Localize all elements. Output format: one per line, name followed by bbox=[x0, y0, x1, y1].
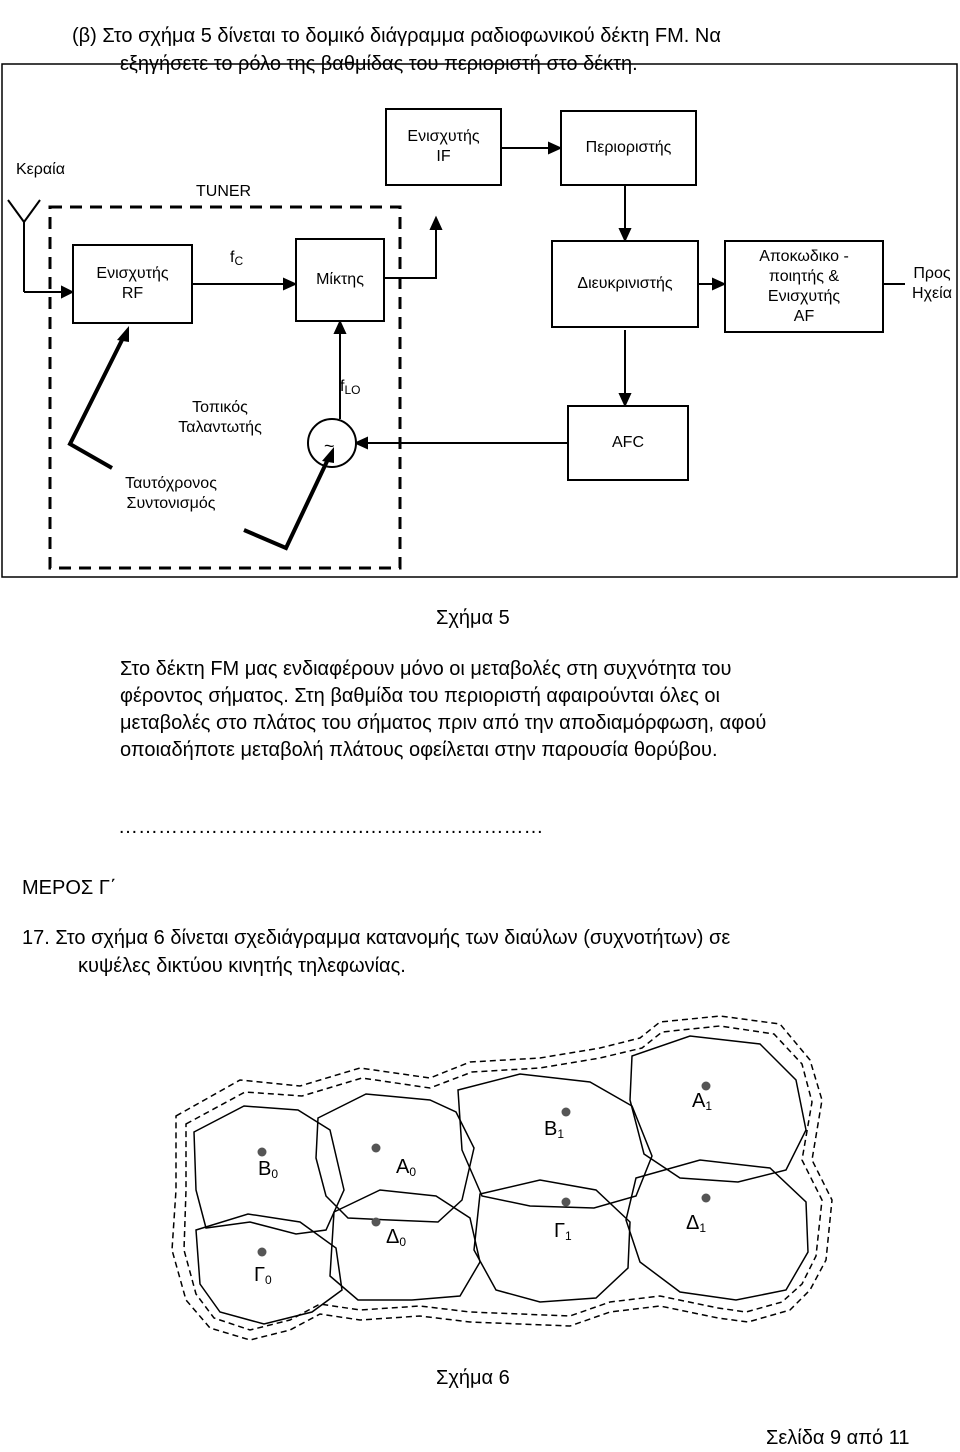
cell-center-a1 bbox=[701, 1081, 711, 1091]
cell-a0 bbox=[315, 1093, 475, 1223]
cell-center-d1 bbox=[701, 1193, 711, 1203]
speakers-line1: Προς bbox=[913, 265, 951, 282]
fc-label: fC bbox=[230, 248, 243, 271]
cell-center-b0 bbox=[257, 1147, 267, 1157]
cell-a1 bbox=[629, 1035, 807, 1183]
cell-label-a0: A0 bbox=[396, 1156, 416, 1179]
tuner-dashed-box bbox=[48, 205, 402, 570]
cell-letter-a0: A bbox=[396, 1156, 410, 1178]
cell-letter-b0: B bbox=[258, 1158, 272, 1180]
cell-sub-d1: 1 bbox=[699, 1221, 707, 1235]
cell-sub-b0: 0 bbox=[271, 1167, 279, 1181]
cell-label-g1: Γ1 bbox=[554, 1220, 572, 1243]
cell-center-b1 bbox=[561, 1107, 571, 1117]
cell-sub-g0: 0 bbox=[265, 1273, 272, 1287]
discriminator-label: Διευκρινιστής bbox=[577, 275, 673, 292]
cell-label-a1: A1 bbox=[692, 1090, 712, 1113]
flo-sub: LO bbox=[344, 383, 361, 397]
limiter-block: Περιοριστής bbox=[560, 110, 697, 186]
cell-letter-d1: Δ bbox=[686, 1212, 700, 1234]
answer-line4: οποιαδήποτε μεταβολή πλάτους οφείλεται σ… bbox=[120, 739, 718, 761]
flo-label: fLO bbox=[340, 377, 360, 400]
tuner-label: TUNER bbox=[196, 183, 252, 200]
answer-dots: ……………………………….……………………… bbox=[118, 816, 544, 838]
if-amplifier-block: Ενισχυτής IF bbox=[385, 108, 502, 186]
cell-letter-g0: Γ bbox=[254, 1264, 266, 1286]
antenna-label: Κεραία bbox=[16, 161, 65, 178]
cell-center-g1 bbox=[561, 1197, 571, 1207]
cell-letter-d0: Δ bbox=[386, 1226, 400, 1248]
decoder-line1: Αποκωδικο - bbox=[759, 247, 849, 265]
cell-label-b1: B1 bbox=[544, 1118, 564, 1141]
cell-d0 bbox=[329, 1189, 481, 1301]
figure5-frame bbox=[1, 63, 958, 578]
cell-center-d0 bbox=[371, 1217, 381, 1227]
decoder-line4: AF bbox=[793, 307, 815, 325]
cell-label-d0: Δ0 bbox=[386, 1226, 406, 1249]
question-b-line1: (β) Στο σχήμα 5 δίνεται το δομικό διάγρα… bbox=[72, 25, 721, 47]
local-oscillator-label: Τοπικός Ταλαντωτής bbox=[178, 399, 262, 436]
decoder-line3: Ενισχυτής bbox=[767, 287, 841, 305]
cell-letter-g1: Γ bbox=[554, 1220, 566, 1242]
question17-line1: 17. Στο σχήμα 6 δίνεται σχεδιάγραμμα κατ… bbox=[22, 927, 731, 949]
cell-label-g0: Γ0 bbox=[254, 1264, 272, 1287]
decoder-line2: ποιητής & bbox=[768, 267, 840, 285]
cell-g1 bbox=[473, 1179, 631, 1303]
cell-label-d1: Δ1 bbox=[686, 1212, 706, 1235]
speakers-line2: Ηχεία bbox=[912, 285, 952, 302]
gang-tuning-label: Ταυτόχρονος Συντονισμός bbox=[125, 475, 217, 512]
rf-amplifier-label: Ενισχυτής RF bbox=[96, 265, 169, 302]
answer-line1: Στο δέκτη FM μας ενδιαφέρουν μόνο οι μετ… bbox=[120, 658, 732, 680]
page-footer: Σελίδα 9 από 11 bbox=[766, 1427, 910, 1449]
fc-sub: C bbox=[234, 254, 244, 268]
oscillator-circle bbox=[307, 418, 357, 468]
coverage-boundary-inner bbox=[183, 1025, 823, 1331]
flo-main: f bbox=[340, 378, 345, 395]
cell-sub-g1: 1 bbox=[565, 1229, 572, 1243]
decoder-block: Αποκωδικο - ποιητής & Ενισχυτής AF bbox=[724, 240, 884, 333]
cell-letter-b1: B bbox=[544, 1118, 558, 1140]
cell-b1 bbox=[457, 1073, 653, 1209]
cell-sub-a0: 0 bbox=[409, 1165, 417, 1179]
mixer-label: Μίκτης bbox=[316, 271, 364, 288]
answer-line3: μεταβολές στο πλάτος του σήματος πριν απ… bbox=[120, 712, 767, 734]
rf-amplifier-block: Ενισχυτής RF bbox=[72, 244, 193, 324]
figure6-caption: Σχήμα 6 bbox=[436, 1367, 510, 1389]
gang-tuning-arrows bbox=[67, 333, 332, 551]
speakers-label: Προς Ηχεία bbox=[906, 264, 958, 304]
coverage-boundary-outer bbox=[171, 1015, 833, 1341]
antenna-icon bbox=[7, 199, 75, 299]
cell-center-g0 bbox=[257, 1247, 267, 1257]
fc-main: f bbox=[230, 249, 235, 266]
cell-letter-a1: A bbox=[692, 1090, 706, 1112]
cell-b0 bbox=[193, 1105, 345, 1235]
cell-d1 bbox=[625, 1159, 809, 1301]
oscillator-symbol: ~ bbox=[324, 436, 335, 456]
afc-block: AFC bbox=[567, 405, 689, 481]
cell-label-b0: B0 bbox=[258, 1158, 278, 1181]
answer-line2: φέροντος σήματος. Στη βαθμίδα του περιορ… bbox=[120, 685, 720, 707]
cell-sub-a1: 1 bbox=[705, 1099, 713, 1113]
afc-label: AFC bbox=[612, 434, 644, 451]
limiter-label: Περιοριστής bbox=[585, 139, 672, 156]
cell-sub-b1: 1 bbox=[557, 1127, 565, 1141]
question17-line2: κυψέλες δικτύου κινητής τηλεφωνίας. bbox=[78, 955, 406, 977]
discriminator-block: Διευκρινιστής bbox=[551, 240, 699, 328]
mixer-block: Μίκτης bbox=[295, 238, 385, 322]
cell-sub-d0: 0 bbox=[399, 1235, 407, 1249]
cell-center-a0 bbox=[371, 1143, 381, 1153]
cell-g0 bbox=[195, 1213, 343, 1325]
figure5-caption: Σχήμα 5 bbox=[436, 607, 510, 629]
part-c-heading: ΜΕΡΟΣ Γ΄ bbox=[22, 877, 117, 899]
if-amplifier-label: Ενισχυτής IF bbox=[407, 128, 480, 165]
